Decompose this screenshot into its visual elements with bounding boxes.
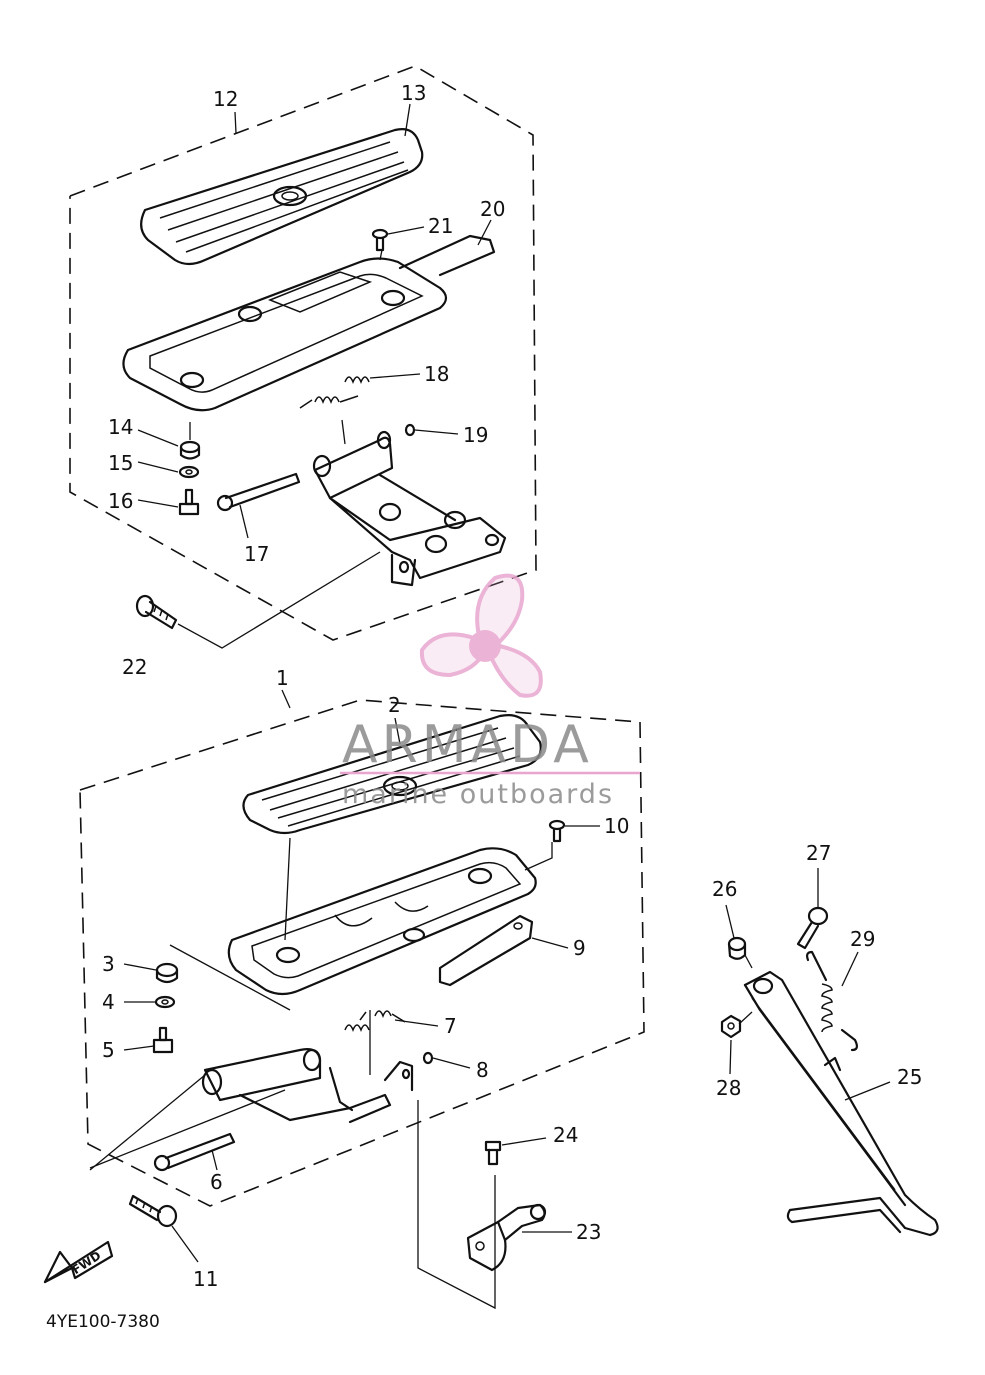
- watermark-propeller-logo: [419, 573, 543, 698]
- footboard-plate-upper: [122, 234, 496, 412]
- fwd-arrow-icon: FWD: [43, 1240, 114, 1284]
- callout-5: 5: [102, 1038, 115, 1062]
- callout-18: 18: [424, 362, 449, 386]
- footboard-plate-lower: [227, 847, 537, 996]
- washer-15: [178, 465, 200, 479]
- callout-23: 23: [576, 1220, 601, 1244]
- washer-4: [154, 995, 176, 1009]
- group-boundary-12: [69, 65, 537, 641]
- bolt-24: [484, 1140, 502, 1166]
- propeller-blade-right: [485, 642, 543, 698]
- callout-9: 9: [573, 936, 586, 960]
- callout-27: 27: [806, 841, 831, 865]
- bolt-22: [135, 594, 178, 630]
- callout-19: 19: [463, 423, 488, 447]
- callout-12: 12: [213, 87, 238, 111]
- callout-14: 14: [108, 415, 133, 439]
- clip-19: [404, 423, 416, 437]
- bolt-11: [128, 1194, 178, 1228]
- fwd-label: FWD: [70, 1248, 104, 1277]
- callout-10: 10: [604, 814, 629, 838]
- side-bar-9: [438, 914, 534, 987]
- footboard-bracket-upper: [312, 430, 507, 587]
- callout-24: 24: [553, 1123, 578, 1147]
- callout-20: 20: [480, 197, 505, 221]
- screw-10: [548, 819, 566, 843]
- callout-8: 8: [476, 1058, 489, 1082]
- group-boundary-1: [79, 699, 645, 1207]
- callout-13: 13: [401, 81, 426, 105]
- watermark-tagline: marine outboards: [342, 779, 614, 810]
- callout-1: 1: [276, 666, 289, 690]
- bolt-5: [152, 1026, 174, 1054]
- callout-labels: 12 13 20 21 18 19 14 15 16 17 22 1 2 10 …: [102, 81, 922, 1291]
- collar-14: [179, 440, 201, 460]
- pivot-bolt-27: [796, 906, 829, 950]
- callout-25: 25: [897, 1065, 922, 1089]
- brake-lever-23: [466, 1203, 547, 1272]
- watermark-brand: ARMADA marine outboards: [340, 715, 640, 810]
- side-stand-25: [743, 970, 939, 1237]
- nut-28: [720, 1014, 742, 1039]
- screw-21: [371, 228, 389, 252]
- callout-22: 22: [122, 655, 147, 679]
- callout-16: 16: [108, 489, 133, 513]
- footboard-mat-upper: [140, 128, 424, 266]
- pin-17: [216, 472, 301, 512]
- propeller-hub: [469, 630, 501, 662]
- callout-2: 2: [388, 693, 401, 717]
- spring-18: [299, 376, 370, 409]
- clip-8: [422, 1051, 434, 1065]
- pin-6: [153, 1132, 236, 1172]
- callout-7: 7: [444, 1014, 457, 1038]
- callout-26: 26: [712, 877, 737, 901]
- propeller-blade-left: [419, 632, 487, 678]
- callout-11: 11: [193, 1267, 218, 1291]
- callout-4: 4: [102, 990, 115, 1014]
- bolt-16: [178, 488, 200, 516]
- footboard-bracket-lower: [201, 1048, 414, 1124]
- collar-26: [727, 936, 747, 960]
- collar-3: [155, 962, 179, 984]
- watermark-brand-text: ARMADA: [342, 715, 593, 775]
- callout-29: 29: [850, 927, 875, 951]
- leader-lines: [89, 103, 891, 1310]
- diagram-code: 4YE100-7380: [46, 1312, 160, 1332]
- callout-17: 17: [244, 542, 269, 566]
- callout-3: 3: [102, 952, 115, 976]
- callout-28: 28: [716, 1076, 741, 1100]
- callout-15: 15: [108, 451, 133, 475]
- callout-21: 21: [428, 214, 453, 238]
- return-spring-29: [806, 950, 859, 1052]
- callout-6: 6: [210, 1170, 223, 1194]
